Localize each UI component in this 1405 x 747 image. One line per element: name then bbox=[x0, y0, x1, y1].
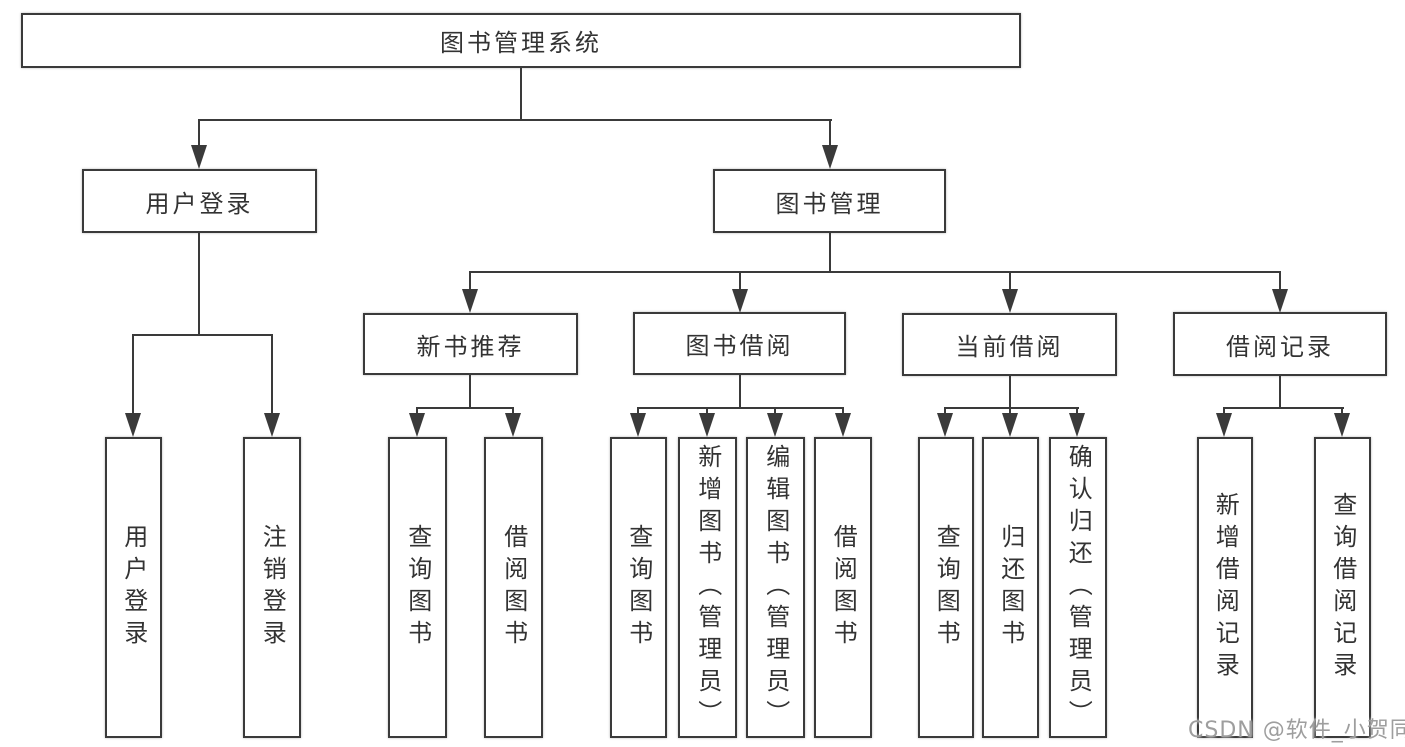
arrow-down-icon bbox=[1002, 413, 1018, 437]
arrow-down-icon bbox=[505, 413, 521, 437]
node-book-borrowing-label: 图书借阅 bbox=[685, 332, 794, 360]
connector-line bbox=[1076, 407, 1078, 415]
leaf-query-borrow-record-label: 查询借阅记录 bbox=[1328, 491, 1357, 684]
connector-line bbox=[706, 407, 708, 415]
arrow-down-icon bbox=[822, 145, 838, 169]
connector-line bbox=[469, 271, 471, 291]
leaf-query-books-recommend: 查询图书 bbox=[388, 437, 447, 738]
arrow-down-icon bbox=[699, 413, 715, 437]
arrow-down-icon bbox=[732, 289, 748, 313]
connector-line bbox=[520, 68, 522, 121]
leaf-add-borrow-record: 新增借阅记录 bbox=[1197, 437, 1253, 738]
arrow-down-icon bbox=[125, 413, 141, 437]
leaf-query-books-borrowing: 查询图书 bbox=[610, 437, 667, 738]
node-book-management-label: 图书管理 bbox=[775, 189, 884, 218]
node-current-borrowing-label: 当前借阅 bbox=[955, 333, 1064, 361]
connector-line bbox=[198, 119, 200, 147]
leaf-query-borrow-record: 查询借阅记录 bbox=[1314, 437, 1371, 738]
connector-line bbox=[469, 375, 471, 409]
connector-line bbox=[944, 407, 1079, 409]
node-user-login: 用户登录 bbox=[82, 169, 317, 233]
node-user-login-label: 用户登录 bbox=[145, 189, 254, 218]
connector-line bbox=[842, 407, 844, 415]
connector-line bbox=[1009, 407, 1011, 415]
connector-line bbox=[271, 334, 273, 414]
arrow-down-icon bbox=[191, 145, 207, 169]
connector-line bbox=[469, 271, 1281, 273]
leaf-return-book: 归还图书 bbox=[982, 437, 1039, 738]
leaf-edit-book-admin: 编辑图书（管理员） bbox=[746, 437, 805, 738]
leaf-query-books-borrowing-label: 查询图书 bbox=[624, 523, 653, 652]
node-book-borrowing: 图书借阅 bbox=[633, 312, 846, 375]
connector-line bbox=[1279, 271, 1281, 291]
arrow-down-icon bbox=[1002, 289, 1018, 313]
arrow-down-icon bbox=[1272, 289, 1288, 313]
leaf-logout-label: 注销登录 bbox=[258, 523, 287, 652]
leaf-user-login: 用户登录 bbox=[105, 437, 162, 738]
connector-line bbox=[1279, 375, 1281, 409]
connector-line bbox=[1341, 407, 1343, 415]
arrow-down-icon bbox=[767, 413, 783, 437]
node-new-book-recommend-label: 新书推荐 bbox=[416, 332, 525, 361]
leaf-query-books-current-label: 查询图书 bbox=[932, 523, 961, 652]
connector-line bbox=[739, 375, 741, 409]
connector-line bbox=[132, 334, 273, 336]
arrow-down-icon bbox=[1069, 413, 1085, 437]
leaf-query-books-current: 查询图书 bbox=[918, 437, 974, 738]
connector-line bbox=[416, 407, 514, 409]
connector-line bbox=[829, 233, 831, 273]
leaf-user-login-label: 用户登录 bbox=[119, 523, 148, 652]
leaf-return-book-label: 归还图书 bbox=[996, 523, 1025, 652]
connector-line bbox=[132, 334, 134, 414]
leaf-query-books-recommend-label: 查询图书 bbox=[403, 523, 432, 652]
node-root-label: 图书管理系统 bbox=[440, 29, 602, 57]
connector-line bbox=[1009, 375, 1011, 409]
leaf-edit-book-admin-label: 编辑图书（管理员） bbox=[761, 443, 790, 732]
arrow-down-icon bbox=[264, 413, 280, 437]
connector-line bbox=[1223, 407, 1344, 409]
arrow-down-icon bbox=[462, 289, 478, 313]
connector-line bbox=[416, 407, 418, 415]
node-borrow-records: 借阅记录 bbox=[1173, 312, 1387, 376]
connector-line bbox=[774, 407, 776, 415]
connector-line bbox=[637, 407, 844, 409]
leaf-confirm-return-admin: 确认归还（管理员） bbox=[1049, 437, 1107, 738]
connector-line bbox=[637, 407, 639, 415]
node-root: 图书管理系统 bbox=[21, 13, 1021, 68]
leaf-add-book-admin-label: 新增图书（管理员） bbox=[693, 443, 722, 732]
connector-line bbox=[739, 271, 741, 291]
leaf-add-borrow-record-label: 新增借阅记录 bbox=[1211, 491, 1240, 684]
leaf-borrow-books-label: 借阅图书 bbox=[829, 523, 858, 652]
arrow-down-icon bbox=[835, 413, 851, 437]
connector-line bbox=[944, 407, 946, 415]
connector-line bbox=[829, 119, 831, 147]
node-book-management: 图书管理 bbox=[713, 169, 946, 233]
leaf-borrow-books-recommend: 借阅图书 bbox=[484, 437, 543, 738]
node-borrow-records-label: 借阅记录 bbox=[1226, 332, 1334, 361]
connector-line bbox=[198, 233, 200, 335]
leaf-confirm-return-admin-label: 确认归还（管理员） bbox=[1064, 443, 1093, 732]
arrow-down-icon bbox=[1216, 413, 1232, 437]
leaf-logout: 注销登录 bbox=[243, 437, 301, 738]
node-new-book-recommend: 新书推荐 bbox=[363, 313, 578, 375]
arrow-down-icon bbox=[409, 413, 425, 437]
node-current-borrowing: 当前借阅 bbox=[902, 313, 1117, 376]
connector-line bbox=[198, 119, 832, 121]
connector-line bbox=[512, 407, 514, 415]
arrow-down-icon bbox=[1334, 413, 1350, 437]
connector-line bbox=[1009, 271, 1011, 291]
arrow-down-icon bbox=[630, 413, 646, 437]
connector-line bbox=[1223, 407, 1225, 415]
arrow-down-icon bbox=[937, 413, 953, 437]
leaf-borrow-books: 借阅图书 bbox=[814, 437, 872, 738]
csdn-watermark: CSDN @软件_小贺同学 bbox=[1188, 718, 1405, 743]
leaf-add-book-admin: 新增图书（管理员） bbox=[678, 437, 737, 738]
leaf-borrow-books-recommend-label: 借阅图书 bbox=[499, 523, 528, 652]
